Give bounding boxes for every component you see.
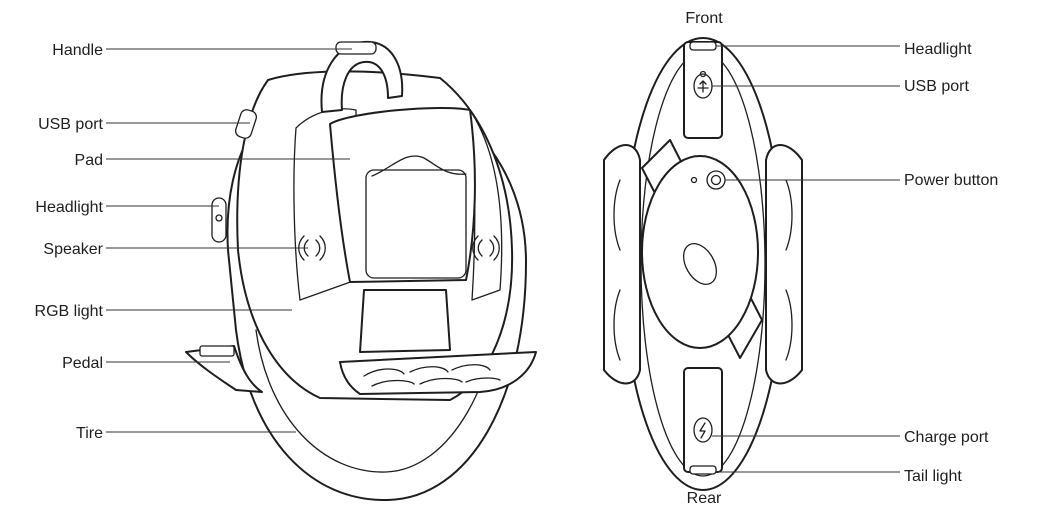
tail-light-strip xyxy=(689,465,717,475)
pad-panel xyxy=(365,169,467,279)
lower-guard xyxy=(359,289,451,353)
label-charge-port: Charge port xyxy=(904,429,989,446)
label-rear: Rear xyxy=(687,490,722,507)
top-left-pedal xyxy=(603,144,641,385)
label-pedal: Pedal xyxy=(62,355,103,372)
top-view-labels: Front Rear Headlight USB port Power butt… xyxy=(685,10,998,507)
label-headlight: Headlight xyxy=(35,199,103,216)
side-view-labels: Handle USB port Pad Headlight Speaker RG… xyxy=(35,42,104,442)
label-handle: Handle xyxy=(52,42,103,59)
label-top-usb-port: USB port xyxy=(904,78,969,95)
label-speaker: Speaker xyxy=(43,241,103,258)
pad-curve xyxy=(371,155,467,177)
top-small-dot xyxy=(699,70,707,78)
label-usb-port: USB port xyxy=(38,116,103,133)
speaker-wave-icon xyxy=(472,235,500,261)
label-top-headlight: Headlight xyxy=(904,41,972,58)
rear-block xyxy=(683,367,723,473)
label-rgb-light: RGB light xyxy=(35,303,104,320)
top-view-illustration xyxy=(603,37,803,491)
label-front: Front xyxy=(685,10,723,27)
label-pad: Pad xyxy=(75,152,103,169)
pedal-right xyxy=(339,351,537,395)
top-side-bumps xyxy=(613,179,793,361)
handle-grip xyxy=(335,41,377,55)
top-right-pedal xyxy=(765,144,803,385)
side-view-illustration xyxy=(185,40,537,502)
label-tail-light: Tail light xyxy=(904,468,962,485)
headlight-lens xyxy=(211,197,227,243)
top-view-leaders xyxy=(712,45,900,473)
side-view-leaders xyxy=(106,48,352,433)
pedal-right-grip xyxy=(363,364,501,387)
top-center-hub xyxy=(641,155,759,349)
power-button-icon xyxy=(706,170,726,190)
label-power-button: Power button xyxy=(904,172,998,189)
pedal-left-bracket xyxy=(199,345,235,357)
top-center-oval xyxy=(682,243,718,285)
lightning-icon xyxy=(693,417,713,443)
usb-cover xyxy=(234,109,258,139)
handle-arc xyxy=(320,40,404,113)
pad xyxy=(329,106,476,283)
body-inner-contour xyxy=(293,108,357,301)
top-indicator-dot xyxy=(690,176,698,184)
headlight-dot xyxy=(215,214,223,222)
headlight-strip xyxy=(689,41,717,51)
pedal-left xyxy=(185,345,263,393)
label-tire: Tire xyxy=(76,425,103,442)
